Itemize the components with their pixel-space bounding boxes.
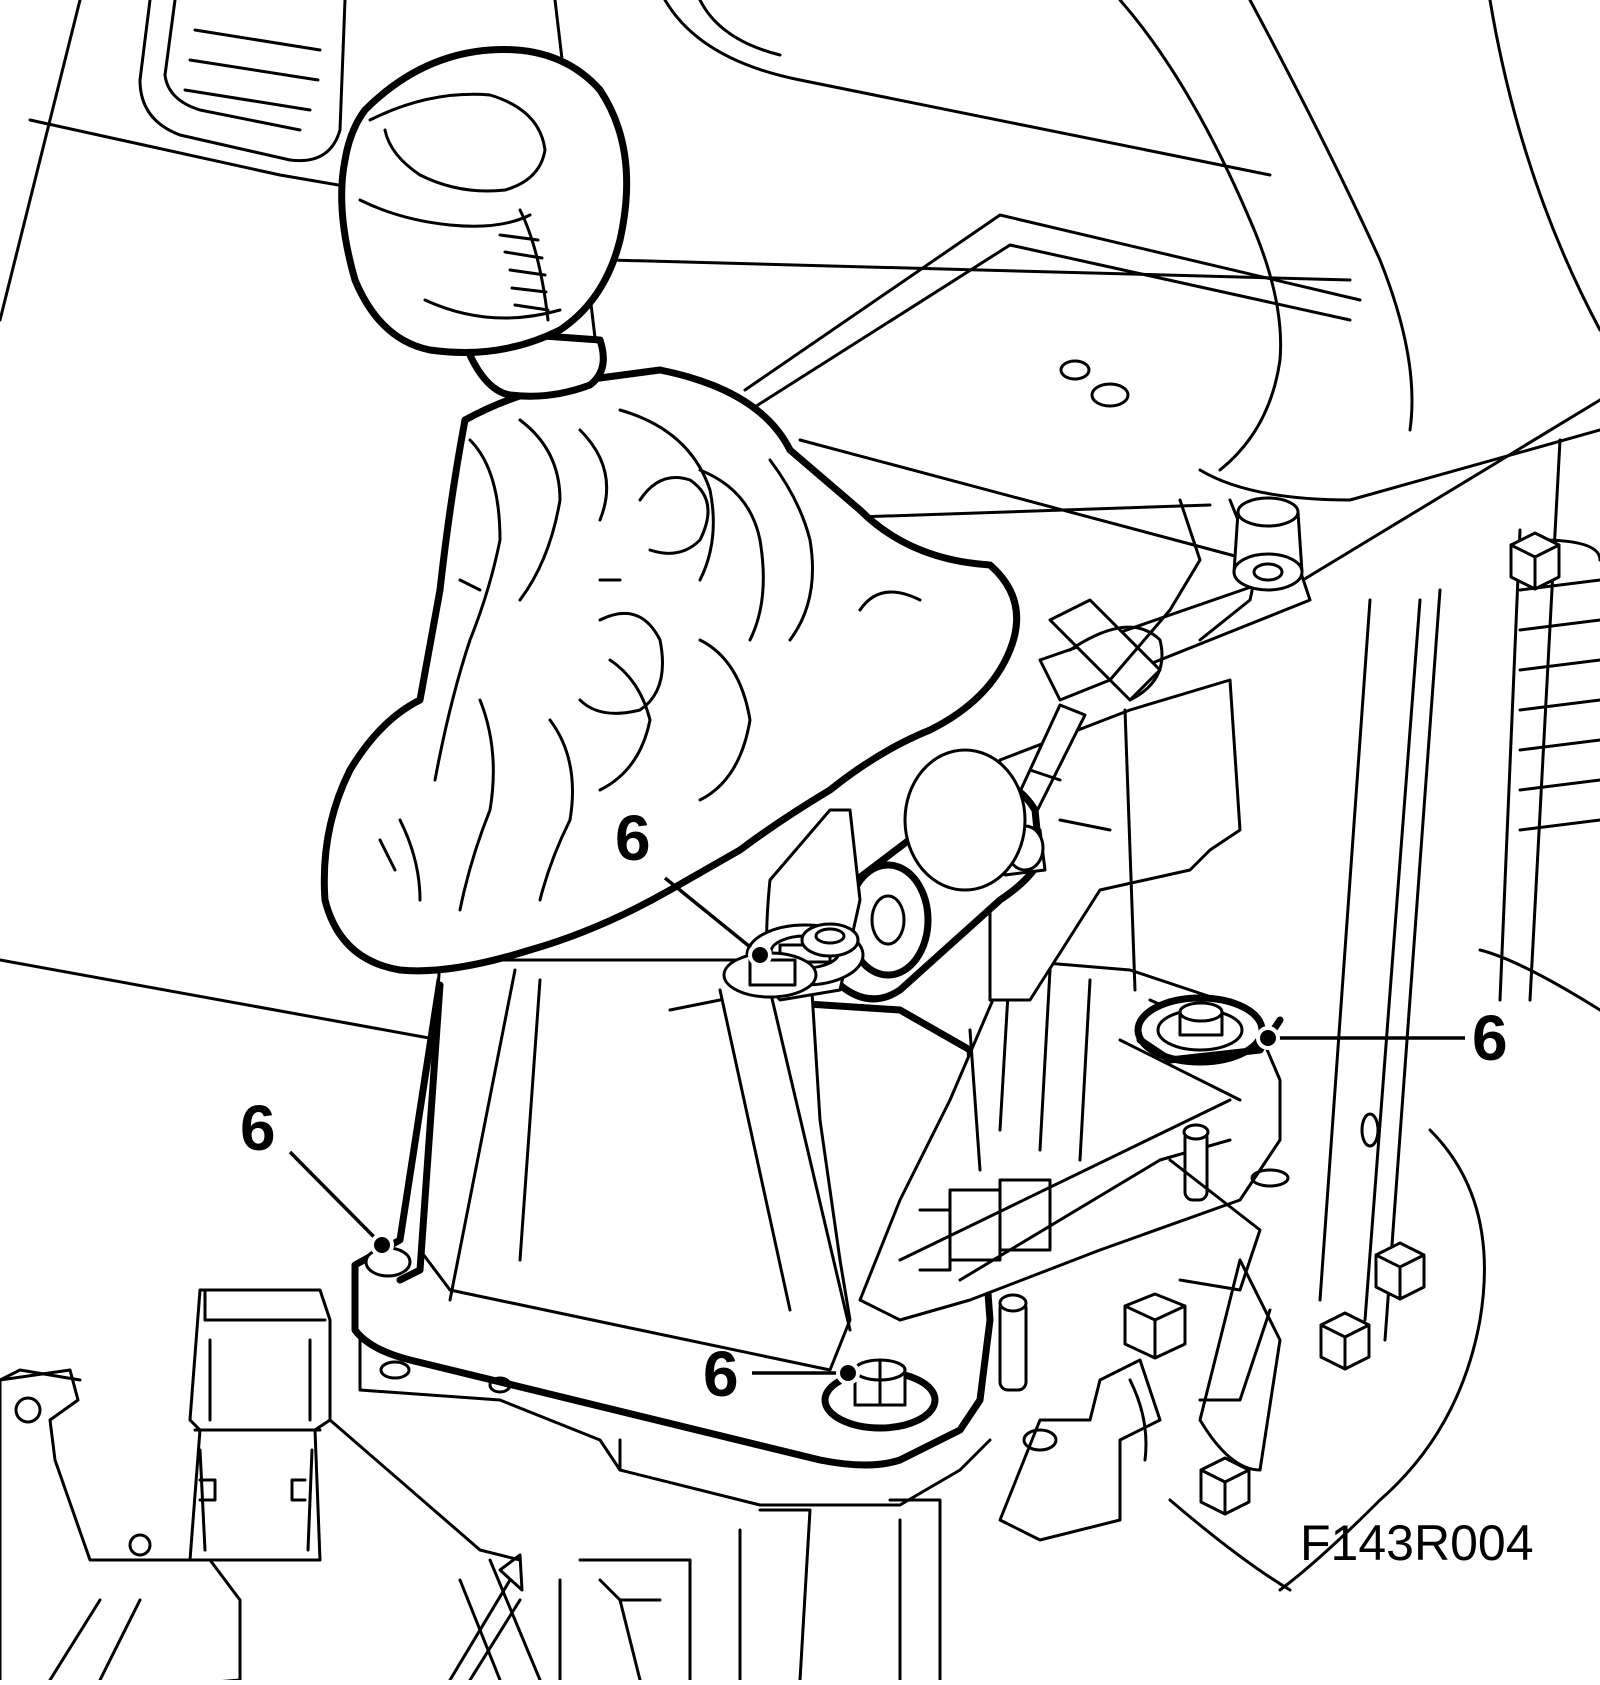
callout-label: 6: [1472, 1002, 1508, 1074]
lower-left-bracket: [0, 1288, 942, 1685]
bolt: [1509, 531, 1561, 591]
callout-label: 6: [240, 1092, 276, 1164]
shifter-housing: [396, 958, 852, 1372]
callout-right: 6: [1256, 1002, 1508, 1074]
bolt: [1319, 1311, 1371, 1371]
callout-label: 6: [703, 1338, 739, 1410]
gear-knob: [338, 46, 631, 400]
shift-linkage: [816, 496, 1312, 1003]
bolt: [1199, 1456, 1251, 1516]
callout-label: 6: [615, 802, 651, 874]
bolts: [1123, 531, 1561, 1516]
callout-bottom-center: 6: [703, 1338, 860, 1410]
bolt-bottom-center: [821, 1358, 939, 1432]
bolt-right: [1134, 994, 1284, 1066]
callout-left: 6: [240, 1092, 394, 1257]
gear-boot: [320, 366, 1021, 975]
callout-top-center: 6: [615, 802, 772, 967]
figure-code: F143R004: [1300, 1515, 1534, 1571]
bolt: [1374, 1241, 1426, 1301]
mount-bolt: [1232, 496, 1304, 592]
bolt: [1123, 1292, 1187, 1360]
